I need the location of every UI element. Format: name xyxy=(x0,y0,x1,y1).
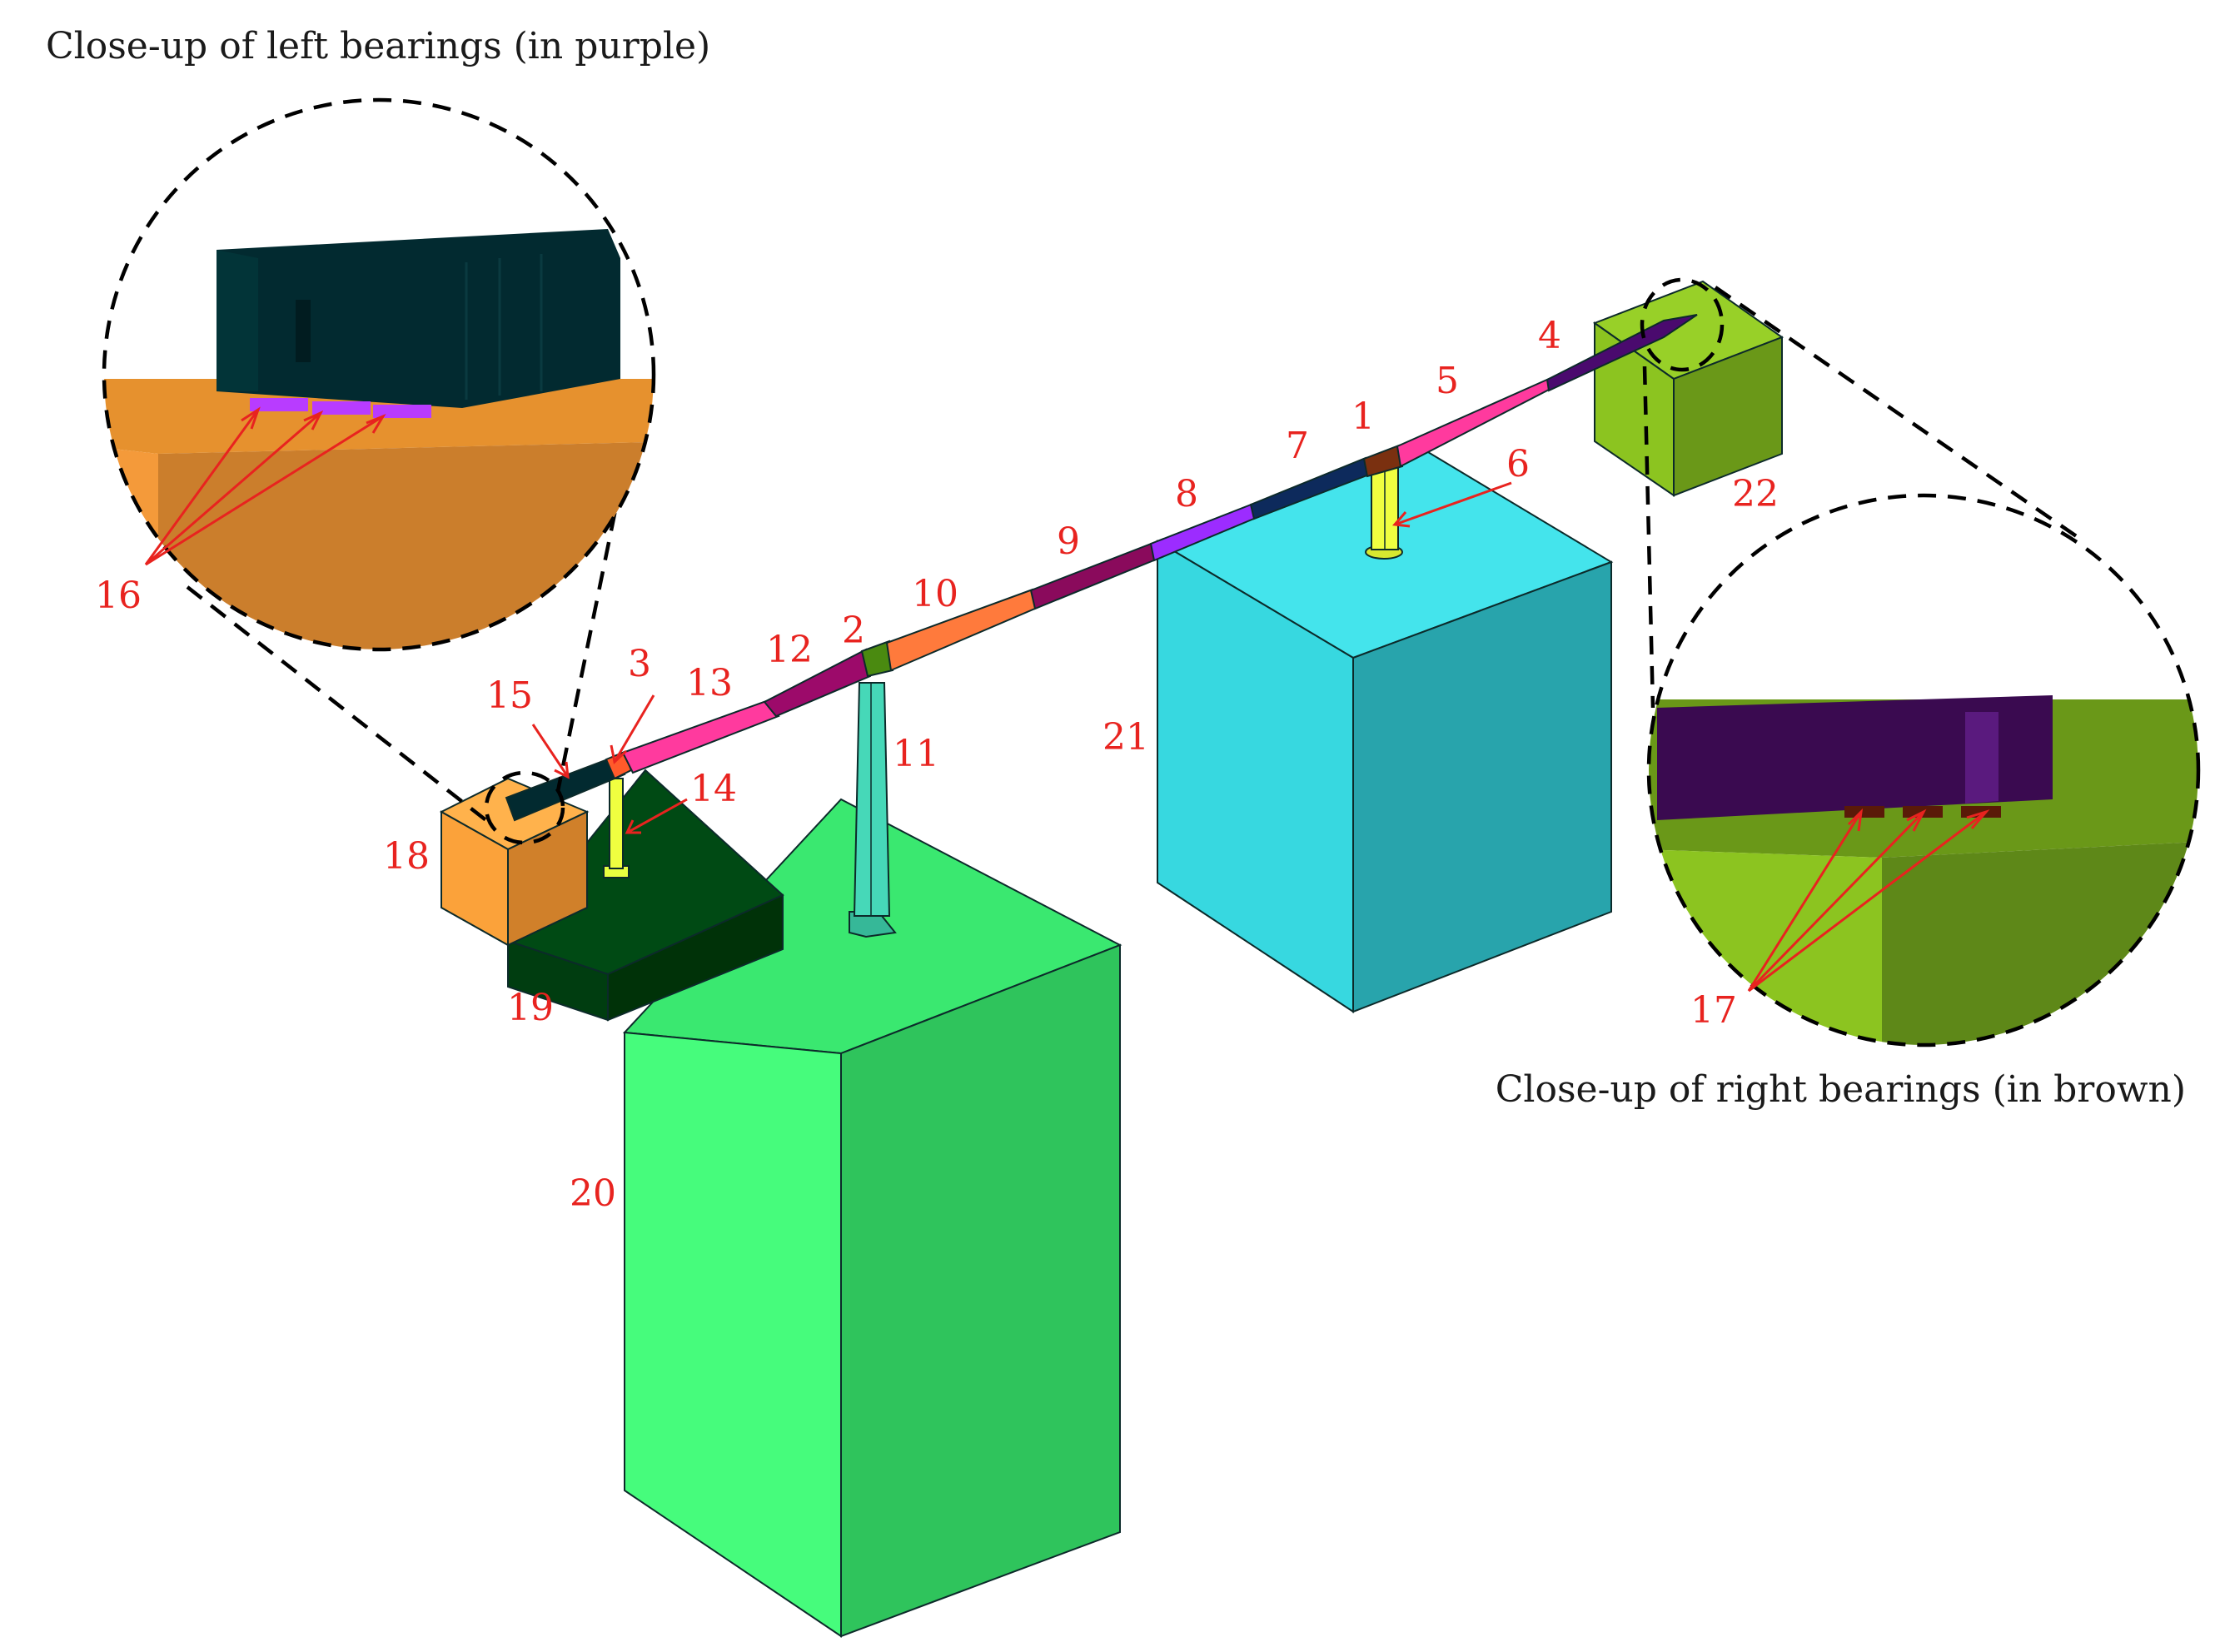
label-15: 15 xyxy=(486,674,533,717)
label-5: 5 xyxy=(1436,360,1459,402)
label-9: 9 xyxy=(1057,520,1080,563)
label-6: 6 xyxy=(1506,443,1530,485)
right-zoom-line-1 xyxy=(1714,286,2079,539)
right-bearings-marker xyxy=(1640,277,1725,372)
label-10: 10 xyxy=(912,573,958,615)
label-12: 12 xyxy=(766,629,813,671)
right-zoom-line-2 xyxy=(1642,366,1655,709)
label-16: 16 xyxy=(95,575,142,617)
label-21: 21 xyxy=(1103,716,1149,759)
left-closeup xyxy=(104,100,654,649)
label-7: 7 xyxy=(1286,425,1309,467)
pier-11 xyxy=(849,682,897,938)
pier-14 xyxy=(603,778,630,878)
label-1: 1 xyxy=(1351,396,1375,438)
label-4: 4 xyxy=(1538,315,1561,357)
label-19: 19 xyxy=(507,987,554,1029)
right-bearing-3 xyxy=(1961,806,2001,818)
left-bearing-2 xyxy=(312,401,371,415)
block-20 xyxy=(622,798,1122,1638)
label-22: 22 xyxy=(1732,473,1779,515)
left-closeup-caption: Close-up of left bearings (in purple) xyxy=(46,25,710,67)
deck-seg-9 xyxy=(1029,541,1157,610)
component-labels: 1 2 3 4 5 6 7 8 9 10 11 12 13 14 15 16 1… xyxy=(95,315,1779,1215)
label-14: 14 xyxy=(690,768,737,810)
label-20: 20 xyxy=(570,1172,616,1215)
right-closeup-caption: Close-up of right bearings (in brown) xyxy=(1496,1068,2186,1111)
pier-6 xyxy=(1365,465,1403,560)
right-closeup-border xyxy=(1646,493,2201,1047)
leader-arrows xyxy=(144,406,1990,993)
left-bearings-marker xyxy=(484,770,565,845)
left-bearing-3 xyxy=(373,405,431,418)
left-zoom-line-1 xyxy=(186,585,493,826)
block-21 xyxy=(1155,448,1614,1013)
block-22 xyxy=(1592,280,1784,497)
deck-seg-10 xyxy=(885,588,1038,672)
label-11: 11 xyxy=(893,733,939,775)
deck-seg-13 xyxy=(621,699,780,774)
label-2: 2 xyxy=(842,610,865,652)
label-8: 8 xyxy=(1175,473,1198,515)
right-closeup xyxy=(1649,495,2198,1045)
right-bearing-1 xyxy=(1844,806,1884,818)
label-13: 13 xyxy=(686,662,733,704)
left-closeup-border xyxy=(102,97,656,652)
bridge-deck xyxy=(505,314,1698,822)
label-3: 3 xyxy=(628,643,651,685)
deck-seg-4 xyxy=(1546,314,1698,392)
label-18: 18 xyxy=(383,835,430,878)
block-19 xyxy=(506,769,784,1022)
left-bearing-1 xyxy=(250,398,308,411)
label-17: 17 xyxy=(1690,989,1737,1032)
